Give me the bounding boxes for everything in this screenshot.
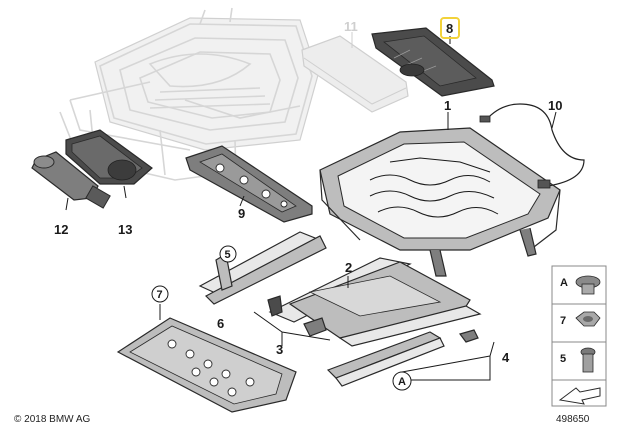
part-12-cylinder (31, 151, 111, 211)
callout-12: 12 (54, 222, 68, 237)
part-13-housing (65, 129, 153, 199)
callout-11: 11 (344, 19, 358, 34)
callout-7: 7 (157, 289, 163, 301)
legend-box-a: A (551, 265, 607, 305)
part-3-fasteners (253, 295, 331, 346)
callout-2: 2 (345, 260, 352, 275)
diagram-number: 498650 (556, 414, 590, 425)
legend-box-arrow (551, 379, 607, 407)
part-9-mounting-frame (185, 145, 313, 223)
callout-6: 6 (217, 316, 224, 331)
callout-5: 5 (225, 249, 231, 261)
part-11-cushion-pad (301, 32, 409, 113)
legend-a-label: A (560, 277, 568, 289)
callout-3: 3 (276, 342, 283, 357)
part-10-cable (479, 103, 585, 189)
part-6-base-plate (116, 304, 297, 413)
legend-box-7: 7 (551, 303, 607, 343)
callout-9: 9 (238, 206, 245, 221)
legend-5-label: 5 (560, 353, 566, 365)
callout-5-circled: 5 (219, 245, 237, 263)
callout-8-highlight (440, 17, 460, 39)
callout-10: 10 (548, 98, 562, 113)
legend-box-5: 5 (551, 341, 607, 381)
part-4-guide-rail (326, 329, 495, 387)
callout-7-circled: 7 (151, 285, 169, 303)
callout-a: A (398, 376, 406, 388)
copyright-text: © 2018 BMW AG (14, 414, 91, 425)
part-1-seat-frame (319, 112, 561, 277)
callout-a-circled: A (392, 371, 412, 391)
callout-13: 13 (118, 222, 132, 237)
legend-7-label: 7 (560, 315, 566, 327)
part-2-seat-rails (198, 231, 482, 347)
callout-1: 1 (444, 98, 451, 113)
part-8-seat-plate (371, 27, 495, 97)
callout-4: 4 (502, 350, 510, 365)
callout-8: 8 (446, 21, 453, 36)
